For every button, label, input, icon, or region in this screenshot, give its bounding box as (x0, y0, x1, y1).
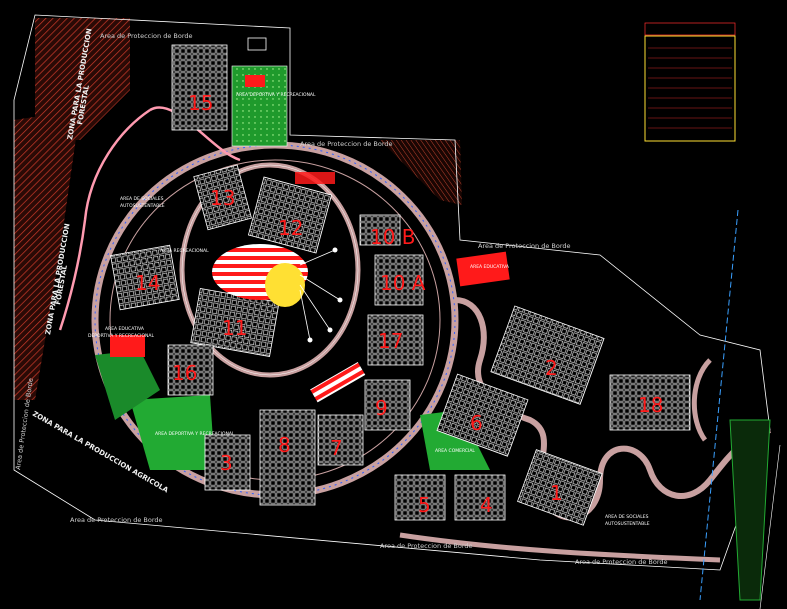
central-plaza (212, 244, 343, 343)
site-boundary (13, 14, 771, 571)
block-4 (454, 474, 506, 521)
small-building-top (247, 37, 267, 51)
roundabout-east (691, 358, 712, 442)
block-7 (317, 414, 364, 466)
block-8 (259, 409, 316, 506)
green-area-commercial (420, 410, 490, 470)
block-5 (394, 474, 446, 521)
sports-field-top-red (245, 75, 265, 87)
block-18 (609, 374, 691, 431)
canal-line (699, 209, 739, 601)
block-13 (193, 164, 252, 231)
forest-zone-top (35, 18, 130, 140)
lot-number: 7 (330, 436, 343, 460)
lot-number: 6 (470, 411, 483, 435)
lot-number: 4 (480, 493, 493, 517)
block-10b (359, 214, 401, 246)
lot-number: 2 (545, 356, 558, 380)
lot-number: 10 A (380, 271, 426, 295)
area-social-se-a: AREA DE SOCIALES (605, 514, 649, 520)
block-3 (204, 434, 251, 491)
lot-number: 11 (222, 316, 247, 340)
edge-label-top-mid: Area de Proteccion de Borde (300, 140, 393, 148)
legend-box (644, 22, 736, 142)
area-social-se-b: AUTOSUSTENTABLE (605, 521, 650, 527)
edge-label-bottom-right: Area de Proteccion de Borde (575, 558, 668, 566)
inner-ring-road (179, 162, 361, 378)
forest-zone-left (14, 110, 80, 400)
lot-number: 18 (638, 393, 663, 417)
path-west (58, 108, 151, 331)
lot-number: 1 (550, 481, 563, 505)
edge-label-top: Area de Proteccion de Borde (100, 32, 193, 40)
educational-building-west (110, 335, 145, 357)
area-educational-left-a: AREA EDUCATIVA (105, 326, 145, 332)
area-social-north-b: AUTOSUSTENTABLE (120, 203, 165, 209)
housing-blocks (110, 44, 691, 526)
block-15 (171, 44, 228, 131)
lot-number: 12 (278, 216, 303, 240)
educational-building-east (456, 251, 510, 287)
boundary-east-line (759, 444, 781, 609)
block-16 (167, 344, 214, 396)
lot-number: 17 (378, 329, 403, 353)
block-9 (364, 379, 411, 431)
lot-number: 15 (188, 91, 213, 115)
block-2 (490, 305, 605, 405)
area-educational-right: AREA EDUCATIVA (470, 264, 510, 270)
lot-number: 9 (375, 396, 388, 420)
area-recreational-sw: AREA DEPORTIVA Y RECREACIONAL (155, 431, 235, 437)
lot-number: 13 (210, 186, 235, 210)
edge-label-bottom-mid: Area de Proteccion de Borde (380, 542, 473, 550)
block-12 (247, 176, 333, 254)
lot-number: 16 (172, 361, 197, 385)
block-10a (374, 254, 424, 306)
area-social-north: AREA DE SOCIALES (120, 196, 164, 202)
hatched-area-east (380, 140, 462, 205)
block-17 (367, 314, 424, 366)
striped-bar-north (295, 172, 335, 184)
block-1 (517, 449, 603, 526)
area-commercial: AREA COMERCIAL (435, 448, 475, 454)
block-14 (110, 244, 180, 311)
green-area-sw (130, 395, 215, 470)
striped-bar-south (310, 361, 366, 403)
block-6 (436, 373, 529, 457)
area-sports-top: AREA DEPORTIVA Y RECREACIONAL (236, 92, 316, 98)
edge-label-bottom-left: Area de Proteccion de Borde (70, 516, 163, 524)
lot-number: 14 (135, 271, 160, 295)
lot-number: 3 (220, 451, 233, 475)
lot-number: 5 (418, 493, 431, 517)
area-recreational-left: AREA RECREACIONAL (160, 248, 209, 254)
green-area-west (95, 350, 160, 420)
lot-number: 10 B (370, 225, 416, 249)
road-south (399, 532, 721, 563)
area-educational-left-b: DEPORTIVA Y RECREACIONAL (88, 333, 154, 339)
edge-label-right-mid: Area de Proteccion de Borde (478, 242, 571, 250)
lot-number: 8 (278, 433, 291, 457)
east-green-strip (729, 419, 771, 601)
